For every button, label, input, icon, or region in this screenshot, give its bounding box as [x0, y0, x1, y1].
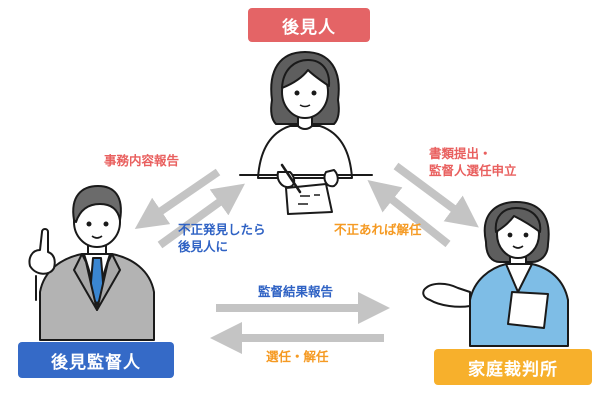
label-text: 選任・解任 — [266, 349, 329, 364]
label-dismissal-if-fraud: 不正あれば解任 — [334, 221, 422, 238]
supervisor-title: 後見監督人 — [51, 352, 141, 373]
label-document-submission: 書類提出・ 監督人選任申立 — [429, 145, 517, 179]
arrow-supervisor-to-guardian — [157, 183, 245, 249]
label-office-work-report: 事務内容報告 — [104, 152, 179, 169]
label-text: 不正あれば解任 — [334, 222, 422, 237]
court-title-box: 家庭裁判所 — [434, 349, 592, 385]
label-line-2: 後見人に — [178, 239, 229, 254]
arrow-court-to-guardian — [367, 180, 451, 248]
label-line-1: 書類提出・ — [429, 146, 492, 161]
label-text: 事務内容報告 — [104, 153, 180, 168]
guardian-title-box: 後見人 — [248, 8, 370, 42]
label-fraud-report-to-guardian: 不正発見したら 後見人に — [178, 221, 266, 255]
supervisor-title-box: 後見監督人 — [18, 342, 174, 378]
guardian-title: 後見人 — [282, 17, 336, 38]
label-text: 監督結果報告 — [258, 284, 334, 299]
arrow-guardian-to-supervisor — [134, 168, 221, 230]
label-line-1: 不正発見したら — [178, 222, 266, 237]
arrow-guardian-to-court — [393, 162, 479, 228]
court-title: 家庭裁判所 — [468, 359, 558, 380]
label-line-2: 監督人選任申立 — [429, 163, 517, 178]
label-supervision-result-report: 監督結果報告 — [258, 283, 333, 300]
label-appointment-dismissal: 選任・解任 — [266, 348, 329, 365]
